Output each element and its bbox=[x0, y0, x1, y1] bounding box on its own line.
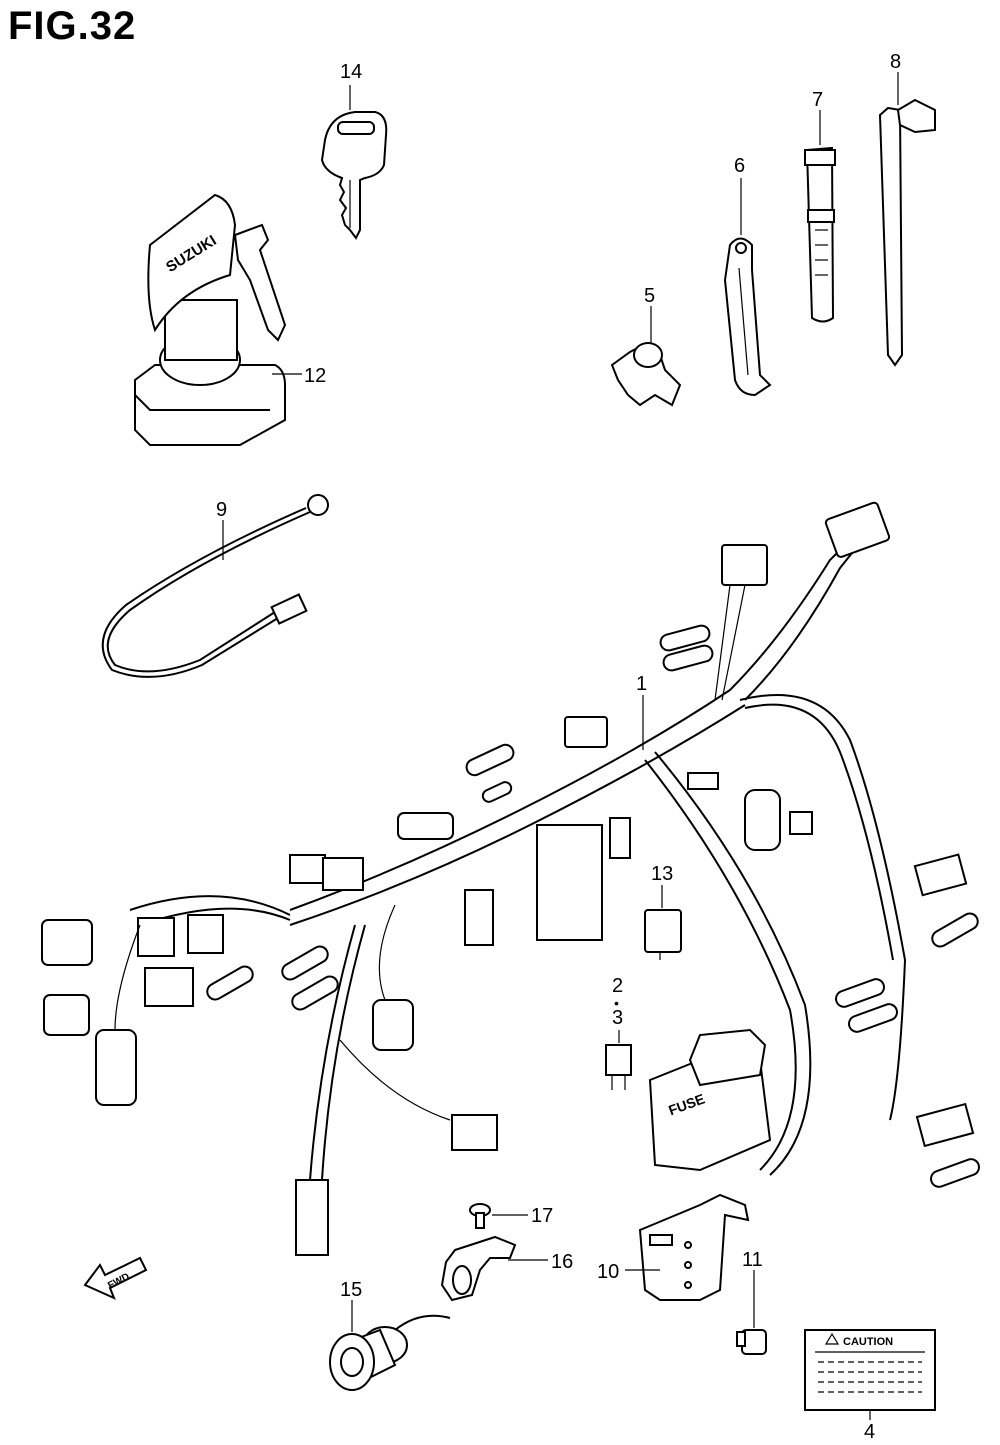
fuse-part-2-3 bbox=[605, 1044, 632, 1090]
clamp-bracket-part-16 bbox=[440, 1235, 517, 1302]
callout-7: 7 bbox=[812, 89, 823, 111]
ground-lead-part-9 bbox=[101, 494, 329, 678]
relay-part-13 bbox=[644, 909, 682, 960]
callout-4: 4 bbox=[864, 1421, 875, 1443]
forward-direction-arrow: FWD bbox=[83, 1256, 148, 1300]
callout-8: 8 bbox=[890, 51, 901, 73]
bolt-part-11 bbox=[736, 1329, 767, 1355]
strap-part-6 bbox=[723, 237, 772, 397]
clamp-part-5 bbox=[610, 342, 682, 407]
fuse-box: FUSE bbox=[648, 1028, 772, 1172]
callout-15: 15 bbox=[340, 1279, 362, 1301]
callout-5: 5 bbox=[644, 285, 655, 307]
callout-14: 14 bbox=[340, 61, 362, 83]
ignition-switch-part-12: SUZUKI bbox=[134, 193, 287, 446]
callout-17: 17 bbox=[531, 1205, 553, 1227]
callout-12: 12 bbox=[304, 365, 326, 387]
wiring-harness-part-1 bbox=[41, 501, 980, 1256]
callout-2-separator: • bbox=[614, 995, 619, 1011]
key-part-14 bbox=[320, 111, 388, 240]
callout-9: 9 bbox=[216, 499, 227, 521]
bracket-part-10 bbox=[638, 1193, 750, 1301]
callout-2: 2 bbox=[612, 975, 623, 997]
callout-13: 13 bbox=[651, 863, 673, 885]
callout-1: 1 bbox=[636, 673, 647, 695]
callout-10: 10 bbox=[597, 1261, 619, 1283]
callout-6: 6 bbox=[734, 155, 745, 177]
socket-part-15 bbox=[329, 1314, 451, 1391]
screw-part-17 bbox=[469, 1203, 491, 1229]
callout-16: 16 bbox=[551, 1251, 573, 1273]
callout-3: 3 bbox=[612, 1007, 623, 1029]
figure-title: FIG.32 bbox=[8, 4, 137, 48]
cable-tie-part-8 bbox=[878, 98, 936, 367]
caution-label-part-4: CAUTION bbox=[804, 1329, 936, 1411]
callout-11: 11 bbox=[742, 1249, 763, 1271]
band-part-7 bbox=[804, 146, 836, 323]
caution-label-text: CAUTION bbox=[843, 1336, 893, 1348]
